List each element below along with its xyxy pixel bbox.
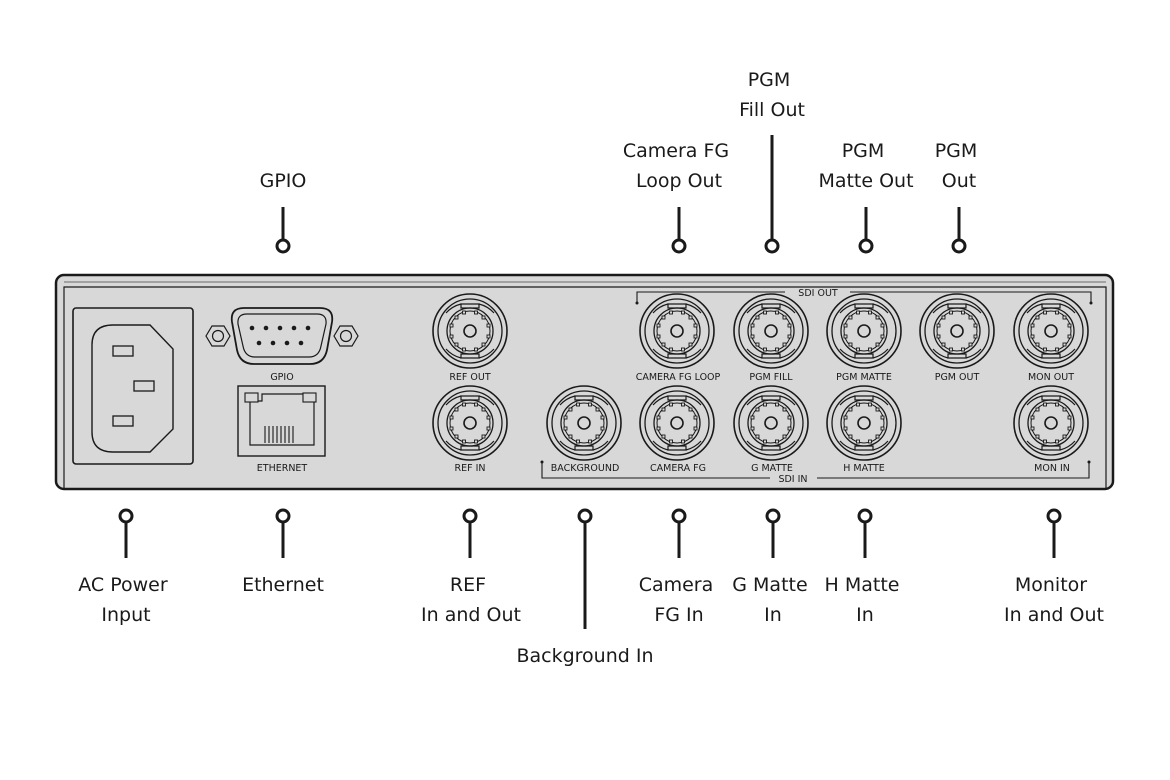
callout-camera-fg-loop-out: Camera FG Loop Out <box>623 140 735 254</box>
bnc-mon-in: MON IN <box>1013 385 1089 474</box>
camera-fg-panel-label: CAMERA FG <box>650 463 706 474</box>
bnc-g-matte: G MATTE <box>733 385 809 474</box>
g-matte-panel-label: G MATTE <box>751 463 793 474</box>
callout-label-g-matte-in: G Matte In <box>732 574 813 626</box>
camera-fg-loop-panel-label: CAMERA FG LOOP <box>636 372 721 383</box>
callout-pgm-fill-out: PGM Fill Out <box>739 69 805 254</box>
callout-label-ethernet: Ethernet <box>242 574 324 596</box>
callout-label-pgm-fill-out: PGM Fill Out <box>739 69 805 121</box>
callout-label-pgm-out: PGM Out <box>935 140 984 192</box>
bnc-camera-fg-loop: CAMERA FG LOOP <box>636 293 721 383</box>
callout-ref-in-and-out: REF In and Out <box>421 508 521 626</box>
callout-ethernet: Ethernet <box>242 508 324 596</box>
bnc-camera-fg: CAMERA FG <box>639 385 715 474</box>
pgm-out-panel-label: PGM OUT <box>935 372 980 383</box>
mon-out-panel-label: MON OUT <box>1028 372 1074 383</box>
sdi-in-panel-label: SDI IN <box>778 474 807 485</box>
callout-label-camera-fg-in: Camera FG In <box>639 574 720 626</box>
h-matte-panel-label: H MATTE <box>843 463 885 474</box>
bnc-pgm-matte: PGM MATTE <box>826 293 902 383</box>
callout-label-camera-fg-loop-out: Camera FG Loop Out <box>623 140 735 192</box>
bnc-pgm-fill: PGM FILL <box>733 293 809 383</box>
callout-ac-power-input: AC Power Input <box>78 508 173 626</box>
callout-pgm-matte-out: PGM Matte Out <box>818 140 914 254</box>
pgm-matte-panel-label: PGM MATTE <box>836 372 892 383</box>
gpio-panel-label: GPIO <box>270 372 293 383</box>
bnc-background: BACKGROUND <box>546 385 622 474</box>
callout-label-ref-in-and-out: REF In and Out <box>421 574 521 626</box>
background-panel-label: BACKGROUND <box>551 463 620 474</box>
bnc-pgm-out: PGM OUT <box>919 293 995 383</box>
panel-inner-frame <box>63 286 1107 489</box>
callout-label-pgm-matte-out: PGM Matte Out <box>818 140 913 192</box>
mon-in-panel-label: MON IN <box>1034 463 1070 474</box>
callout-gpio: GPIO <box>260 170 307 254</box>
pgm-fill-panel-label: PGM FILL <box>749 372 793 383</box>
callout-g-matte-in: G Matte In <box>732 508 813 626</box>
ac-power-inlet <box>72 307 194 465</box>
bnc-mon-out: MON OUT <box>1013 293 1089 383</box>
sdi-in-bracket: SDI IN <box>540 460 1091 485</box>
ethernet-panel-label: ETHERNET <box>257 463 308 474</box>
ref-in-panel-label: REF IN <box>455 463 486 474</box>
ref-out-panel-label: REF OUT <box>449 372 491 383</box>
callout-pgm-out: PGM Out <box>935 140 984 254</box>
callout-background-in: Background In <box>516 508 654 667</box>
callout-label-background-in: Background In <box>516 645 653 667</box>
sdi-out-panel-label: SDI OUT <box>798 288 838 299</box>
callout-label-h-matte-in: H Matte In <box>825 574 906 626</box>
callout-label-monitor-in-and-out: Monitor In and Out <box>1004 574 1104 626</box>
gpio-connector: GPIO <box>205 307 359 383</box>
callout-label-ac-power-input: AC Power Input <box>78 574 173 626</box>
callout-camera-fg-in: Camera FG In <box>639 508 720 626</box>
callout-monitor-in-and-out: Monitor In and Out <box>1004 508 1104 626</box>
callout-h-matte-in: H Matte In <box>825 508 906 626</box>
ethernet-connector: ETHERNET <box>237 385 326 474</box>
callout-label-gpio: GPIO <box>260 170 307 192</box>
bnc-h-matte: H MATTE <box>826 385 902 474</box>
bnc-ref-in: REF IN <box>432 385 508 474</box>
sdi-out-bracket: SDI OUT <box>635 288 1093 305</box>
bnc-ref-out: REF OUT <box>432 293 508 383</box>
